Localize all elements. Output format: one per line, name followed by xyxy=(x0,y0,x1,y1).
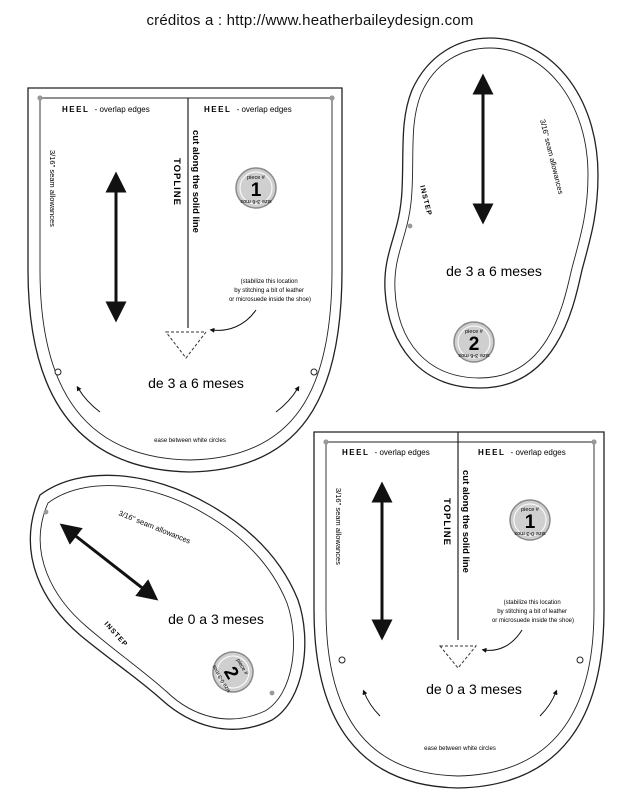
cut-line-label: cut along the solid line xyxy=(190,130,201,233)
piece-badge: piece # 2 size 3-6 mos xyxy=(453,321,495,363)
svg-text:size 3-6 mos: size 3-6 mos xyxy=(240,198,271,204)
corner-dot xyxy=(37,95,43,101)
size-label: de 3 a 6 meses xyxy=(148,375,244,391)
topline-label: TOPLINE xyxy=(171,158,182,206)
svg-text:1: 1 xyxy=(525,512,536,533)
sole-seam-line xyxy=(39,485,294,720)
svg-text:piece #: piece # xyxy=(521,507,540,513)
sole-dot xyxy=(407,223,413,229)
seam-allowance-label: 3/16" seam allowances xyxy=(117,509,192,546)
sole-seam-line xyxy=(394,47,589,379)
cut-line-label: cut along the solid line xyxy=(460,470,471,573)
svg-text:piece #: piece # xyxy=(465,329,484,335)
grain-arrow xyxy=(59,523,159,601)
svg-text:2: 2 xyxy=(469,334,480,355)
stabilize-triangle xyxy=(164,331,208,359)
ease-label: ease between white circles xyxy=(154,438,226,444)
stabilize-arrow xyxy=(481,629,523,653)
sole-piece-3-6: 3/16" seam allowances INSTEP de 3 a 6 me… xyxy=(384,37,599,389)
heel-outer-outline xyxy=(313,431,605,789)
ease-arrow-right xyxy=(539,689,558,717)
ease-circle xyxy=(338,656,346,664)
ease-circle xyxy=(310,368,318,376)
seam-allowance-label: 3/16" seam allowances xyxy=(334,488,343,565)
heel-outer-outline xyxy=(27,87,343,473)
heel-left-label: HEEL - overlap edges xyxy=(342,448,430,457)
topline-label: TOPLINE xyxy=(441,498,452,546)
size-label: de 0 a 3 meses xyxy=(426,681,522,697)
seam-allowance-label: 3/16" seam allowances xyxy=(538,118,565,195)
instep-label: INSTEP xyxy=(103,621,129,649)
sole-piece-0-3: 3/16" seam allowances INSTEP de 0 a 3 me… xyxy=(29,474,306,730)
ease-arrow-left xyxy=(362,689,381,717)
svg-text:piece #: piece # xyxy=(247,175,266,181)
heel-right-label: HEEL - overlap edges xyxy=(478,448,566,457)
sole-dot xyxy=(269,690,275,696)
heel-right-label: HEEL - overlap edges xyxy=(204,105,292,114)
ease-circle xyxy=(576,656,584,664)
corner-dot xyxy=(323,439,329,445)
stabilize-arrow xyxy=(209,309,257,333)
instep-label: INSTEP xyxy=(418,185,432,217)
ease-arrow-right xyxy=(275,385,300,413)
ease-circle xyxy=(54,368,62,376)
svg-text:size 3-6 mos: size 3-6 mos xyxy=(458,352,489,358)
size-label: de 0 a 3 meses xyxy=(168,611,264,627)
size-label: de 3 a 6 meses xyxy=(446,263,542,279)
heel-left-label: HEEL - overlap edges xyxy=(62,105,150,114)
credits-text: créditos a : http://www.heatherbaileydes… xyxy=(146,12,474,29)
svg-text:size 0-3 mos: size 0-3 mos xyxy=(514,530,545,536)
sole-outer-outline xyxy=(29,474,306,730)
svg-text:1: 1 xyxy=(251,180,262,201)
ease-label: ease between white circles xyxy=(424,746,496,752)
stabilize-note: (stabilize this location by stitching a … xyxy=(492,600,574,624)
heel-piece-0-3: HEEL - overlap edges HEEL - overlap edge… xyxy=(313,431,605,789)
piece-badge: piece # 1 size 0-3 mos xyxy=(509,499,551,541)
stabilize-note: (stabilize this location by stitching a … xyxy=(229,279,311,303)
piece-badge: piece # 1 size 3-6 mos xyxy=(235,167,277,209)
ease-arrow-left xyxy=(76,385,101,413)
corner-dot xyxy=(329,95,335,101)
corner-dot xyxy=(591,439,597,445)
sole-dot xyxy=(43,509,49,515)
heel-piece-3-6: HEEL - overlap edges HEEL - overlap edge… xyxy=(27,87,343,473)
seam-allowance-label: 3/16" seam allowances xyxy=(48,150,57,227)
stabilize-triangle xyxy=(438,645,478,669)
sole-outer-outline xyxy=(384,37,599,389)
heel-seam-line xyxy=(39,97,333,461)
piece-badge: piece # 2 size 0-3 mos xyxy=(211,651,254,694)
heel-seam-line xyxy=(325,441,595,777)
